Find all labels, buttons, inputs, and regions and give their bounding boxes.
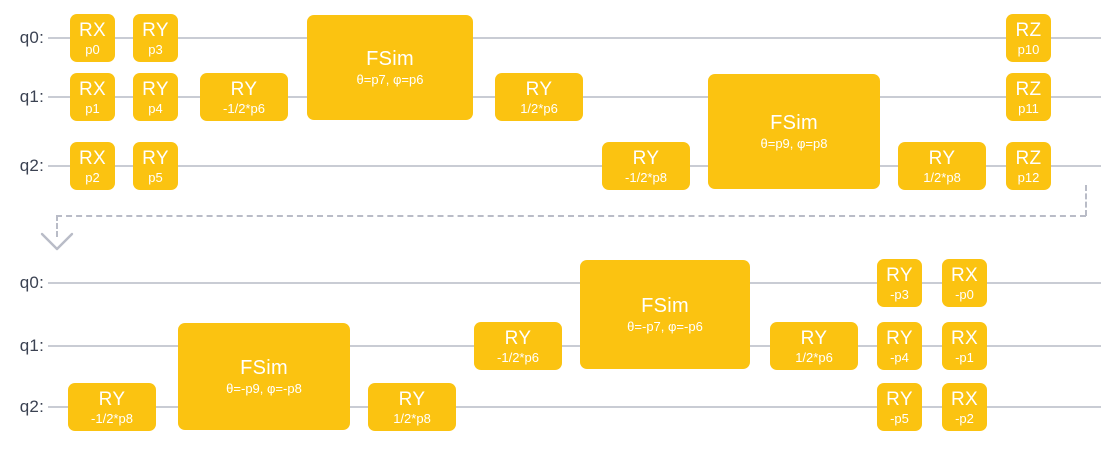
gate-parameter: -p1 xyxy=(955,349,974,365)
gate-parameter: 1/2*p6 xyxy=(520,100,558,116)
gate-name: RX xyxy=(951,388,978,410)
gate-name: RZ xyxy=(1015,147,1042,169)
gate-parameter: p12 xyxy=(1017,169,1040,185)
qubit-wire xyxy=(48,37,1101,39)
gate-name: FSim xyxy=(641,295,689,317)
gate-name: FSim xyxy=(366,48,414,70)
gate-parameter: -1/2*p8 xyxy=(625,169,667,185)
gate-rx-q2[interactable]: RX-p2 xyxy=(942,383,987,431)
gate-name: RX xyxy=(79,147,106,169)
gate-name: RX xyxy=(79,78,106,100)
gate-ry-q2[interactable]: RY-1/2*p8 xyxy=(68,383,156,431)
gate-name: RY xyxy=(632,147,660,169)
gate-parameter: 1/2*p8 xyxy=(393,410,431,426)
gate-name: RY xyxy=(800,327,828,349)
gate-parameter: p2 xyxy=(85,169,100,185)
gate-ry-q1[interactable]: RY-p4 xyxy=(877,322,922,370)
gate-parameter: θ=-p9, φ=-p8 xyxy=(226,381,302,396)
gate-fsim-q01[interactable]: FSim θ=p7, φ=p6 xyxy=(307,15,473,120)
gate-ry-q2[interactable]: RY-1/2*p8 xyxy=(602,142,690,190)
gate-name: RY xyxy=(142,147,169,169)
qubit-label-q1: q1: xyxy=(19,87,44,106)
gate-parameter: 1/2*p6 xyxy=(795,349,833,365)
gate-name: RY xyxy=(886,388,913,410)
gate-ry-q2[interactable]: RY-p5 xyxy=(877,383,922,431)
gate-name: RY xyxy=(142,78,169,100)
qubit-label-q2: q2: xyxy=(19,156,44,175)
gate-name: RX xyxy=(951,264,978,286)
gate-parameter: p1 xyxy=(85,100,100,116)
qubit-label-q0: q0: xyxy=(19,273,44,292)
gate-name: RY xyxy=(886,264,913,286)
gate-rx-q1[interactable]: RX-p1 xyxy=(942,322,987,370)
gate-parameter: θ=-p7, φ=-p6 xyxy=(627,319,703,334)
gate-rx-q0[interactable]: RX-p0 xyxy=(942,259,987,307)
gate-fsim-q12[interactable]: FSim θ=p9, φ=p8 xyxy=(708,74,880,189)
gate-name: RX xyxy=(951,327,978,349)
gate-name: RY xyxy=(525,78,553,100)
gate-parameter: p3 xyxy=(148,41,163,57)
gate-parameter: -1/2*p6 xyxy=(497,349,539,365)
gate-ry-q0[interactable]: RY-p3 xyxy=(877,259,922,307)
qubit-label-q1: q1: xyxy=(19,336,44,355)
gate-parameter: 1/2*p8 xyxy=(923,169,961,185)
gate-parameter: p11 xyxy=(1018,100,1039,116)
gate-ry-q1[interactable]: RY-1/2*p6 xyxy=(474,322,562,370)
gate-parameter: -p3 xyxy=(890,286,909,302)
gate-name: RY xyxy=(230,78,258,100)
gate-name: RY xyxy=(98,388,126,410)
gate-fsim-q01[interactable]: FSim θ=-p7, φ=-p6 xyxy=(580,260,750,369)
gate-name: RY xyxy=(886,327,913,349)
qubit-label-q0: q0: xyxy=(19,28,44,47)
gate-name: RY xyxy=(928,147,956,169)
gate-name: RZ xyxy=(1015,78,1042,100)
gate-parameter: -p0 xyxy=(955,286,974,302)
gate-parameter: p10 xyxy=(1017,41,1040,57)
gate-name: FSim xyxy=(770,112,818,134)
gate-parameter: -1/2*p6 xyxy=(223,100,265,116)
gate-parameter: p0 xyxy=(85,41,100,57)
gate-name: FSim xyxy=(240,357,288,379)
gate-parameter: -p4 xyxy=(890,349,909,365)
gate-name: RZ xyxy=(1015,19,1042,41)
qubit-wire xyxy=(48,345,1101,347)
gate-parameter: p4 xyxy=(148,100,163,116)
gate-name: RY xyxy=(142,19,169,41)
gate-parameter: -p2 xyxy=(955,410,974,426)
qubit-wire xyxy=(48,406,1101,408)
qubit-wire xyxy=(48,165,1101,167)
gate-parameter: -1/2*p8 xyxy=(91,410,133,426)
gate-fsim-q12[interactable]: FSim θ=-p9, φ=-p8 xyxy=(178,323,350,430)
gate-parameter: θ=p7, φ=p6 xyxy=(356,72,424,87)
gate-name: RX xyxy=(79,19,106,41)
connector-arrow-stem xyxy=(56,215,58,237)
gate-parameter: p5 xyxy=(148,169,163,185)
gate-name: RY xyxy=(398,388,426,410)
gate-parameter: θ=p9, φ=p8 xyxy=(760,136,828,151)
connector-vertical-line xyxy=(1085,185,1087,216)
qubit-label-q2: q2: xyxy=(19,397,44,416)
qubit-wire xyxy=(48,282,1101,284)
connector-horizontal-line xyxy=(56,215,1086,217)
gate-name: RY xyxy=(504,327,532,349)
gate-ry-q1[interactable]: RY-1/2*p6 xyxy=(200,73,288,121)
chevron-down-icon xyxy=(40,232,74,251)
gate-parameter: -p5 xyxy=(890,410,909,426)
